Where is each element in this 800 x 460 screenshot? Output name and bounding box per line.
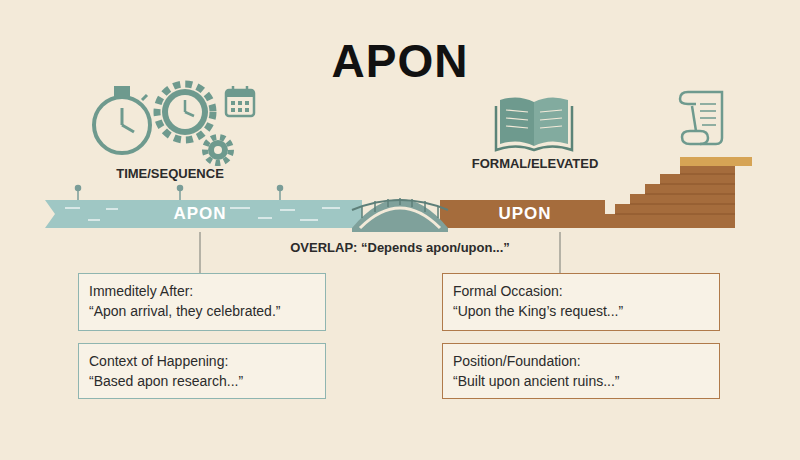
label-text: FORMAL/ELEVATED (470, 156, 600, 171)
usage-box: Position/Foundation: “Built upon ancient … (442, 343, 720, 399)
box-example: “Built upon ancient ruins...” (453, 372, 709, 390)
scroll-icon (680, 92, 722, 144)
usage-box: Immeditely After: “Apon arrival, they cel… (78, 273, 326, 331)
time-ribbon (45, 200, 362, 228)
box-example: “Apon arrival, they celebrated.” (89, 302, 315, 320)
timeline-pins (76, 186, 283, 201)
stairs (600, 166, 735, 228)
stopwatch-icon (94, 88, 150, 153)
gear-clock-icon (157, 84, 213, 140)
calendar-icon (226, 86, 254, 116)
band-label: UPON (450, 200, 600, 228)
box-heading: Formal Occasion: (453, 282, 709, 300)
book-icon (496, 97, 572, 150)
band-text: APON (173, 204, 226, 224)
formal-band (440, 200, 605, 228)
bridge (352, 198, 448, 232)
usage-box: Formal Occasion: “Upon the King’s request… (442, 273, 720, 331)
band-label: APON (120, 200, 280, 228)
box-heading: Position/Foundation: (453, 352, 709, 370)
label-text: TIME/SEQUENCE (90, 166, 250, 181)
band-text: UPON (498, 204, 551, 224)
usage-box: Context of Happening: “Based apon researc… (78, 343, 326, 399)
box-example: “Upon the King’s request...” (453, 302, 709, 320)
label-text: OVERLAP: “Depends apon/upon...” (220, 240, 580, 255)
small-gear-icon (205, 137, 231, 163)
connector-line (200, 232, 201, 273)
connector-line (560, 232, 561, 273)
diagram-title: APON (200, 38, 600, 84)
box-heading: Context of Happening: (89, 352, 315, 370)
top-step (680, 157, 752, 166)
box-heading: Immeditely After: (89, 282, 315, 300)
stair-lines (615, 174, 735, 214)
box-example: “Based apon research...” (89, 372, 315, 390)
